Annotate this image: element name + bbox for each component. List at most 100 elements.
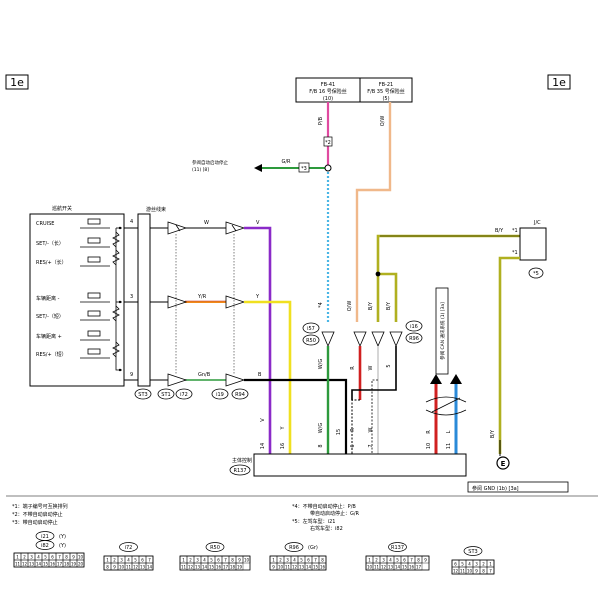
connector-cell bbox=[145, 562, 154, 571]
connector-id: i21 bbox=[41, 534, 49, 540]
wire-label-y-bottom: Y bbox=[280, 426, 286, 431]
connector-pin-number: 5 bbox=[210, 557, 213, 562]
body-pin-15: 15 bbox=[336, 429, 342, 435]
wire-label-v: V bbox=[256, 220, 260, 226]
connector-pin-number: 11 bbox=[126, 564, 132, 569]
page-ref-right: 1e bbox=[547, 74, 571, 90]
connector-pin-number: 4 bbox=[203, 557, 206, 562]
connector-id-oval bbox=[388, 542, 407, 552]
connector-pin-number: 5 bbox=[461, 561, 464, 566]
wire-label-v-bottom: V bbox=[260, 418, 266, 422]
oval-r96: R96 bbox=[409, 336, 419, 342]
fuse-left-line2: F/B 16 号保险丝 bbox=[309, 88, 347, 95]
connector-pin-number: 15 bbox=[209, 564, 215, 569]
wire-label-wg-bottom: W/G bbox=[318, 423, 324, 434]
dashed-guides bbox=[175, 234, 235, 374]
connector-pin-number: 6 bbox=[217, 557, 220, 562]
connector-pin-number: 2 bbox=[375, 557, 378, 562]
connector-pin-number: 2 bbox=[189, 557, 192, 562]
oval-st3: ST3 bbox=[138, 392, 147, 398]
body-pin-14: 14 bbox=[260, 443, 266, 449]
connector-id: R96 bbox=[289, 545, 299, 551]
cruise-switch: 巡航开关 CRUISE SET/-（长） RES/+（长） 车辆距离 - SET… bbox=[29, 205, 133, 387]
connector-triangles bbox=[167, 221, 403, 387]
fuse-right-line2: F/B 35 号保险丝 bbox=[367, 88, 405, 95]
note-2: *2：不带自动启动停止 bbox=[12, 511, 63, 518]
wire-label-w-right-bottom: W bbox=[368, 427, 374, 432]
wire-label-by: B/Y bbox=[368, 301, 374, 310]
fuse-box-left: FB-41 F/B 16 号保险丝 (10) bbox=[295, 77, 361, 103]
oval-i19: i19 bbox=[216, 392, 224, 398]
connector-cell bbox=[486, 566, 495, 575]
connector-sub-color: (Y) bbox=[59, 543, 66, 549]
connector-id: i72 bbox=[125, 545, 133, 551]
connector-cell bbox=[318, 562, 327, 571]
connector-pin-number: 5 bbox=[134, 557, 137, 562]
wire-by: B/Y B/Y B/Y *1 bbox=[368, 228, 520, 322]
connector-id: ST3 bbox=[468, 549, 477, 555]
connector-pin-number: 15 bbox=[313, 564, 319, 569]
connector-pin-number: 3 bbox=[286, 557, 289, 562]
connector-pin-number: 13 bbox=[388, 564, 394, 569]
junction-connector: J/C *1 B/Y bbox=[490, 220, 547, 454]
jc-label: J/C bbox=[533, 220, 541, 226]
oval-r94: R94 bbox=[235, 392, 245, 398]
wire-label-wg: W/G bbox=[318, 359, 324, 370]
connector-pin-number: 6 bbox=[307, 557, 310, 562]
connector-pin-number: 9 bbox=[238, 557, 241, 562]
note-4b: 带自动启动停止：G/R bbox=[310, 510, 360, 517]
connector-pin-number: 7 bbox=[148, 557, 151, 562]
connector-cell bbox=[76, 559, 85, 568]
connector-pin-number: 14 bbox=[36, 561, 42, 566]
wire-label-can-r: R bbox=[426, 430, 432, 434]
connector-pin-number: 2 bbox=[23, 554, 26, 559]
connector-pin-number: 14 bbox=[147, 564, 153, 569]
wire-label-w-right: W bbox=[368, 365, 374, 370]
wire-label-y: Y bbox=[255, 294, 260, 300]
note-5: *5：左驾车型：i21 bbox=[292, 518, 335, 525]
connector-pin-number: 6 bbox=[454, 561, 457, 566]
connector-pin-number: 7 bbox=[410, 557, 413, 562]
switch-res-short: RES/+（短） bbox=[36, 351, 67, 358]
connector-pin-number: 12 bbox=[381, 564, 387, 569]
body-ecu: 主体控制 R137 bbox=[229, 453, 467, 477]
marker-m1b: *1 bbox=[512, 250, 518, 256]
connector-pin-number: 9 bbox=[272, 564, 275, 569]
connector-pin-number: 4 bbox=[468, 561, 471, 566]
connector-cell bbox=[414, 562, 423, 571]
fuse-right-line1: FB-21 bbox=[379, 82, 393, 88]
reference-auto-stop: 参阅自动启动停止 bbox=[192, 159, 228, 166]
connector-id-oval bbox=[119, 542, 138, 552]
connector-id-oval bbox=[205, 542, 225, 552]
page-ref-left-text: 1e bbox=[10, 76, 24, 89]
connector-pin-number: 14 bbox=[395, 564, 401, 569]
connector-pin-number: 1 bbox=[489, 561, 492, 566]
connector-pin-number: 10 bbox=[278, 564, 284, 569]
connector-pin-number: 7 bbox=[58, 554, 61, 559]
oval-i57: i57 bbox=[307, 326, 315, 332]
connector-pin-number: 11 bbox=[15, 561, 21, 566]
connector-pin-number: 11 bbox=[285, 564, 291, 569]
wire-label-by-2: B/Y bbox=[386, 301, 392, 310]
reference-gnd: 参阅 GND (1b) [3a] bbox=[472, 485, 519, 492]
switch-res-long: RES/+（长） bbox=[36, 259, 67, 266]
wire-wg: W/G W/G 8 bbox=[318, 346, 330, 454]
page-ref-right-text: 1e bbox=[552, 76, 566, 89]
connector-pin-number: 12 bbox=[133, 564, 139, 569]
wire-label-by-right: B/Y bbox=[495, 228, 504, 234]
wire-label-ow-top: O/W bbox=[380, 116, 386, 127]
switch-cruise: CRUISE bbox=[36, 221, 54, 227]
connector-id: R137 bbox=[391, 545, 404, 551]
connector-pin-number: 10 bbox=[78, 554, 84, 559]
switch-set-short: SET/-（短） bbox=[36, 313, 64, 320]
wire-label-by-ground: B/Y bbox=[490, 429, 496, 438]
marker-m1a: *1 bbox=[512, 228, 518, 234]
connector-cell bbox=[235, 562, 244, 571]
fuse-right-line3: (5) bbox=[382, 96, 389, 102]
connector-pin-number: 6 bbox=[403, 557, 406, 562]
fuse-box-right: FB-21 F/B 35 号保险丝 (5) bbox=[359, 77, 413, 103]
switch-distance-plus: 车辆距离 + bbox=[36, 333, 62, 340]
connector-pin-number: 3 bbox=[30, 554, 33, 559]
connector-pin-number: 13 bbox=[299, 564, 305, 569]
connector-pin-number: 8 bbox=[321, 557, 324, 562]
